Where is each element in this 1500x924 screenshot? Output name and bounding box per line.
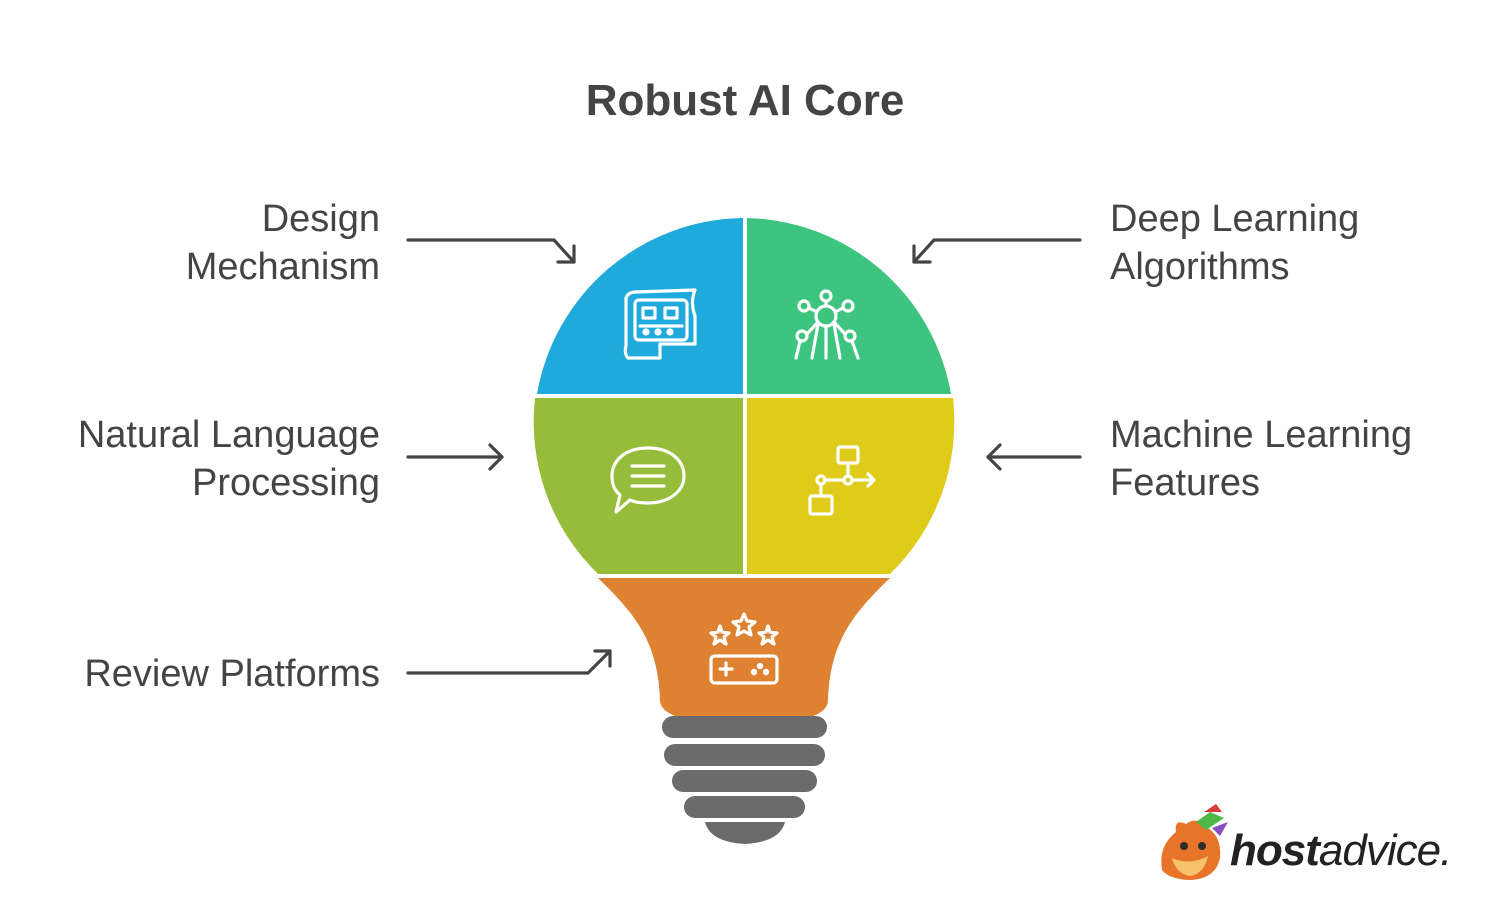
arrow-design-mechanism <box>406 238 576 264</box>
chat-bubble-icon <box>610 446 686 514</box>
segment-machine-learning <box>747 398 955 574</box>
arrow-deep-learning <box>912 238 1082 264</box>
flowchart-icon <box>808 445 876 516</box>
conveyor-icon <box>623 288 697 360</box>
segment-design-mechanism <box>537 218 743 394</box>
label-design-mechanism: Design Mechanism <box>186 195 380 291</box>
label-line: Mechanism <box>185 246 380 288</box>
label-deep-learning: Deep Learning Algorithms <box>1110 195 1359 291</box>
hostadvice-logo-text: hostadvice. <box>1230 826 1452 876</box>
bulb-base <box>662 716 827 844</box>
label-line: Features <box>1110 462 1260 504</box>
label-review-platforms: Review Platforms <box>84 650 380 698</box>
label-line: Algorithms <box>1110 246 1290 288</box>
logo-bold: host <box>1230 826 1320 875</box>
diagram-title: Robust AI Core <box>585 76 905 125</box>
stars-gamepad-icon <box>709 612 779 685</box>
arrow-machine-learning <box>986 443 1082 471</box>
label-line: Processing <box>192 462 380 504</box>
network-icon <box>794 289 860 360</box>
label-line: Natural Language <box>77 414 380 456</box>
label-line: Review Platforms <box>84 653 380 695</box>
label-line: Design <box>261 198 380 240</box>
label-line: Machine Learning <box>1110 414 1413 456</box>
logo-regular: advice. <box>1318 826 1452 875</box>
arrow-review-platforms <box>406 649 612 675</box>
label-machine-learning: Machine Learning Features <box>1110 411 1412 507</box>
segment-deep-learning <box>747 218 951 394</box>
hostadvice-mascot-logo <box>1161 804 1228 880</box>
label-line: Deep Learning <box>1110 198 1360 240</box>
label-natural-language: Natural Language Processing <box>78 411 380 507</box>
arrow-natural-language <box>406 443 504 471</box>
segment-review-platforms <box>598 578 890 724</box>
